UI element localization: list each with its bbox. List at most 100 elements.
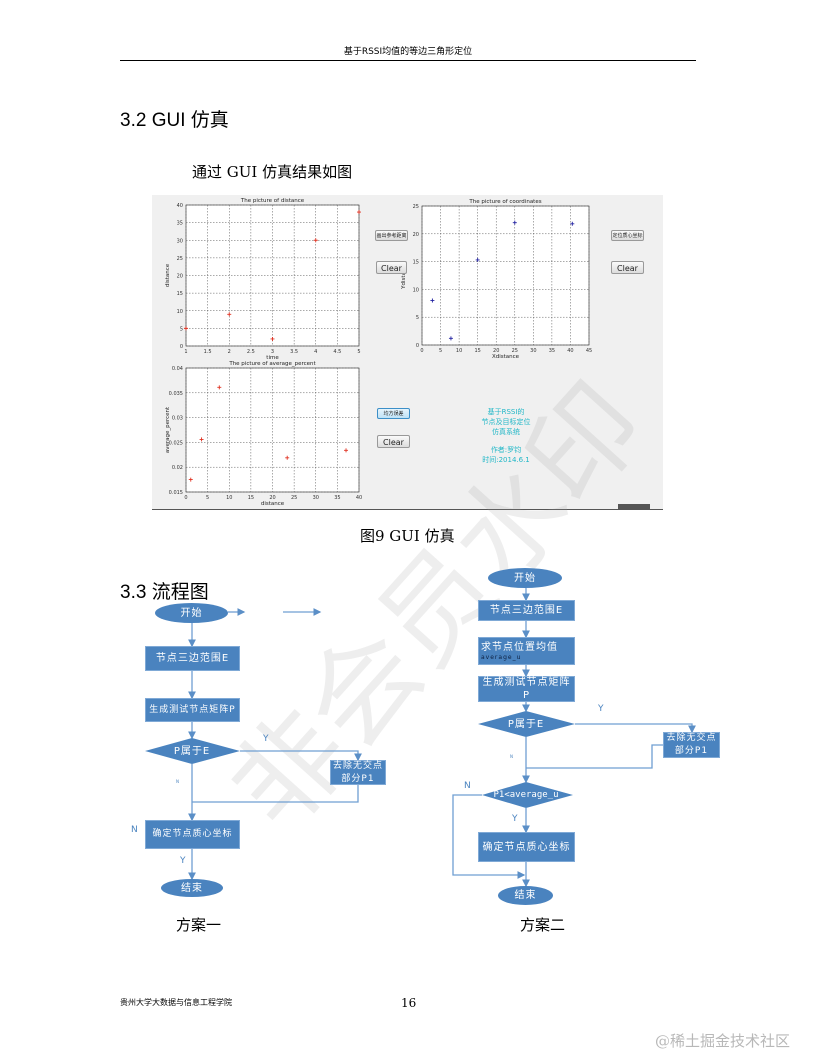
x-tick-label: 10 [456,348,462,354]
clear-button-3[interactable]: Clear [377,435,410,448]
y-tick-label: 25 [177,256,183,262]
running-header: 基于RSSI均值的等边三角形定位 [343,47,473,57]
x-tick-label: 25 [291,495,297,501]
page-number: 16 [401,996,417,1010]
y-tick-label: 40 [177,203,183,209]
flow2-no-label: N [510,754,513,759]
y-tick-label: 0.015 [169,490,183,496]
y-tick-label: 0.04 [172,366,183,372]
x-tick-label: 2 [228,349,231,355]
clear-button-2[interactable]: Clear [611,261,644,274]
plot-title: The picture of distance [240,198,305,204]
data-point [188,477,193,482]
y-tick-label: 5 [180,326,183,332]
data-point [184,326,188,331]
flow2-start: 开始 [488,568,562,588]
x-tick-label: 3 [271,349,274,355]
x-tick-label: 15 [248,495,254,501]
x-tick-label: 3.5 [290,349,298,355]
x-tick-label: 40 [356,495,362,501]
x-tick-label: 5 [439,348,442,354]
data-point [285,455,290,460]
mean-square-button[interactable]: 均方误差 [377,408,410,419]
x-tick-label: 1.5 [204,349,212,355]
locate-centroid-button[interactable]: 定位质心坐标 [611,230,644,241]
section-heading-flow: 3.3 流程图 [120,582,209,603]
flow2-decision2-label: P1<average_u [493,789,559,800]
flow2-remove: 去除无交点部分P1 [663,732,720,758]
flow1-centroid: 确定节点质心坐标 [145,820,240,849]
x-tick-label: 5 [206,495,209,501]
y-tick-label: 10 [177,309,183,315]
flow2-yes-label-2: Y [512,814,518,824]
taskbar-fragment [618,504,650,510]
plot-distance-button[interactable]: 画出参考距离 [375,230,408,241]
x-tick-label: 35 [334,495,340,501]
flow2-mean-sub: average_u [481,654,522,661]
y-tick-label: 5 [416,315,419,321]
y-tick-label: 15 [413,260,419,266]
flow1-remove: 去除无交点部分P1 [330,760,386,785]
data-point [199,437,204,442]
y-axis-label: distance [165,263,171,287]
x-tick-label: 10 [226,495,232,501]
flow1-yes-label: Y [263,734,269,744]
x-tick-label: 1 [184,349,187,355]
data-point [313,238,318,243]
section-heading-gui: 3.2 GUI 仿真 [120,110,229,131]
flow1-yes-label-2: Y [180,856,186,866]
header-rule [120,60,696,61]
footer-institution: 贵州大学大数据与信息工程学院 [120,998,232,1007]
x-tick-label: 4 [314,349,317,355]
y-tick-label: 0.02 [172,465,183,471]
x-tick-label: 20 [493,348,499,354]
flow2-mean: 求节点位置均值 average_u [478,637,575,665]
info-line: 仿真系统 [492,428,520,436]
x-axis-label: time [266,355,279,361]
decision-diamond-2 [478,711,575,737]
y-tick-label: 0.025 [169,440,183,446]
plot-title: The picture of average_percent [228,361,316,367]
y-tick-label: 20 [177,274,183,280]
x-tick-label: 30 [530,348,536,354]
flow2-mean-label: 求节点位置均值 [481,642,558,653]
data-point [357,210,361,215]
y-tick-label: 0.03 [172,416,183,422]
y-tick-label: 10 [413,287,419,293]
x-axis-label: distance [261,501,285,507]
flow2-range: 节点三边范围E [478,600,575,621]
data-point [430,298,435,303]
site-watermark: @稀土掘金技术社区 [655,1032,791,1050]
data-point [448,336,453,341]
x-tick-label: 45 [586,348,592,354]
data-point [512,220,517,225]
flow2-end: 结束 [498,886,553,905]
gui-info-text: 基于RSSI的 节点及目标定位 仿真系统 作者:罗钧 时间:2014.6.1 [472,407,540,465]
flow2-no-label-2: N [464,781,471,791]
plot-title: The picture of coordinates [468,199,541,205]
x-tick-label: 4.5 [333,349,341,355]
x-tick-label: 0 [420,348,423,354]
data-point [227,312,232,317]
y-tick-label: 35 [177,221,183,227]
figure-caption: 图9 GUI 仿真 [360,527,455,545]
data-point [217,385,222,390]
info-line: 基于RSSI的 [487,408,525,416]
y-tick-label: 0 [416,343,419,349]
x-tick-label: 25 [512,348,518,354]
clear-button-1[interactable]: Clear [376,261,407,274]
x-tick-label: 2.5 [247,349,255,355]
intro-text: 通过 GUI 仿真结果如图 [192,163,353,181]
x-tick-label: 15 [474,348,480,354]
decision-diamond-1 [145,738,240,764]
y-tick-label: 20 [413,232,419,238]
flow1-caption: 方案一 [176,916,222,934]
y-tick-label: 30 [177,238,183,244]
x-tick-label: 40 [567,348,573,354]
flow1-end: 结束 [161,879,223,897]
y-tick-label: 0.035 [169,391,183,397]
info-line: 节点及目标定位 [481,418,531,426]
flow2-decision-label: P属于E [507,718,545,730]
